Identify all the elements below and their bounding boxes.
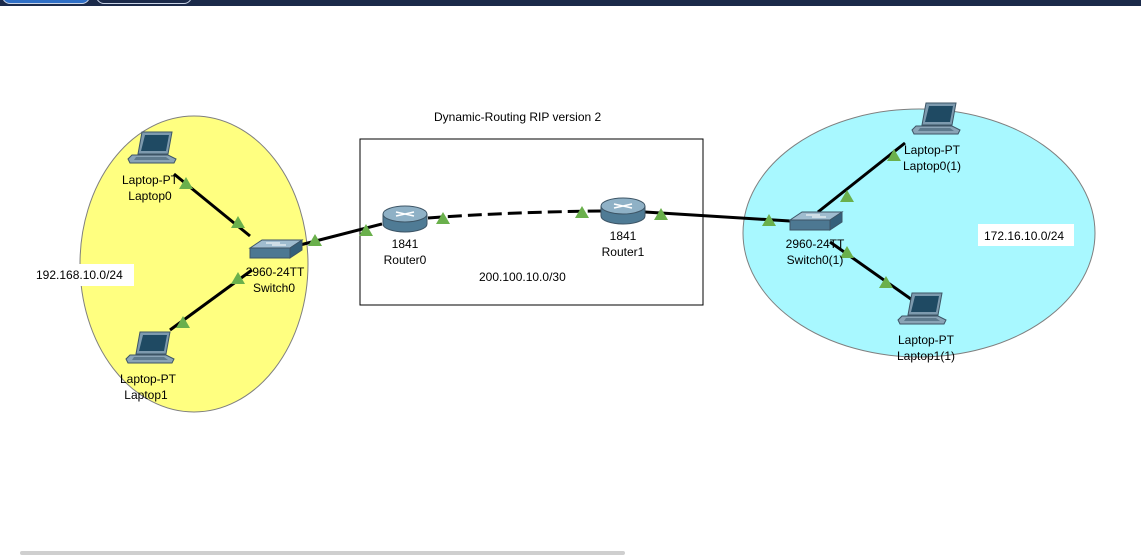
link-status-markers	[176, 149, 901, 328]
router1-name-label: Router1	[602, 245, 645, 259]
laptop1-1-model-label: Laptop-PT	[898, 333, 955, 347]
title-note-bg	[428, 105, 618, 127]
left-network-note-bg	[30, 264, 134, 286]
link-up-indicator	[176, 316, 190, 328]
link-up-indicator	[654, 208, 668, 220]
router0-model-label: 1841	[392, 237, 419, 251]
left-network-label[interactable]: 192.168.10.0/24	[36, 268, 123, 282]
laptop1-name-label: Laptop1	[124, 388, 168, 402]
right-network-note-bg	[978, 224, 1074, 246]
link-up-indicator	[179, 177, 193, 189]
laptop0-1-model-label: Laptop-PT	[904, 143, 961, 157]
router-icon	[600, 197, 646, 225]
link-up-indicator	[840, 246, 854, 258]
switch0-1-model-label: 2960-24TT	[786, 237, 845, 251]
horizontal-scrollbar[interactable]	[20, 551, 625, 555]
link-up-indicator	[575, 206, 589, 218]
link-up-indicator	[762, 214, 776, 226]
right-network-label[interactable]: 172.16.10.0/24	[984, 229, 1064, 243]
switch0-device[interactable]	[249, 239, 303, 259]
link-up-indicator	[436, 212, 450, 224]
laptop1-1-name-label: Laptop1(1)	[897, 349, 955, 363]
link-up-indicator	[231, 272, 245, 284]
link-up-indicator	[887, 149, 901, 161]
switch0-model-label: 2960-24TT	[246, 265, 305, 279]
middle-network-note-bg	[473, 266, 577, 288]
link-up-indicator	[840, 190, 854, 202]
laptop0-1-name-label: Laptop0(1)	[903, 159, 961, 173]
router-icon	[382, 205, 428, 233]
switch-icon	[249, 239, 303, 259]
switch-icon	[789, 211, 843, 231]
switch0-1-name-label: Switch0(1)	[787, 253, 844, 267]
lan-right-zone[interactable]	[742, 108, 1096, 358]
link-up-indicator	[359, 224, 373, 236]
switch0-1-device[interactable]	[789, 211, 843, 231]
wan-network-label[interactable]: 200.100.10.0/30	[479, 270, 566, 284]
link-up-indicator	[231, 216, 245, 228]
laptop0-name-label: Laptop0	[128, 189, 172, 203]
link-switch0-1-laptop0-1	[817, 141, 906, 214]
router1-model-label: 1841	[610, 229, 637, 243]
router0-name-label: Router0	[384, 253, 427, 267]
router0-device[interactable]	[382, 205, 428, 233]
laptop1-model-label: Laptop-PT	[120, 372, 177, 386]
router1-device[interactable]	[600, 197, 646, 225]
top-toolbar	[0, 0, 1141, 6]
link-up-indicator	[879, 276, 893, 288]
diagram-title[interactable]: Dynamic-Routing RIP version 2	[434, 110, 602, 124]
laptop0-model-label: Laptop-PT	[122, 173, 179, 187]
switch0-name-label: Switch0	[253, 281, 295, 295]
link-up-indicator	[308, 234, 322, 246]
